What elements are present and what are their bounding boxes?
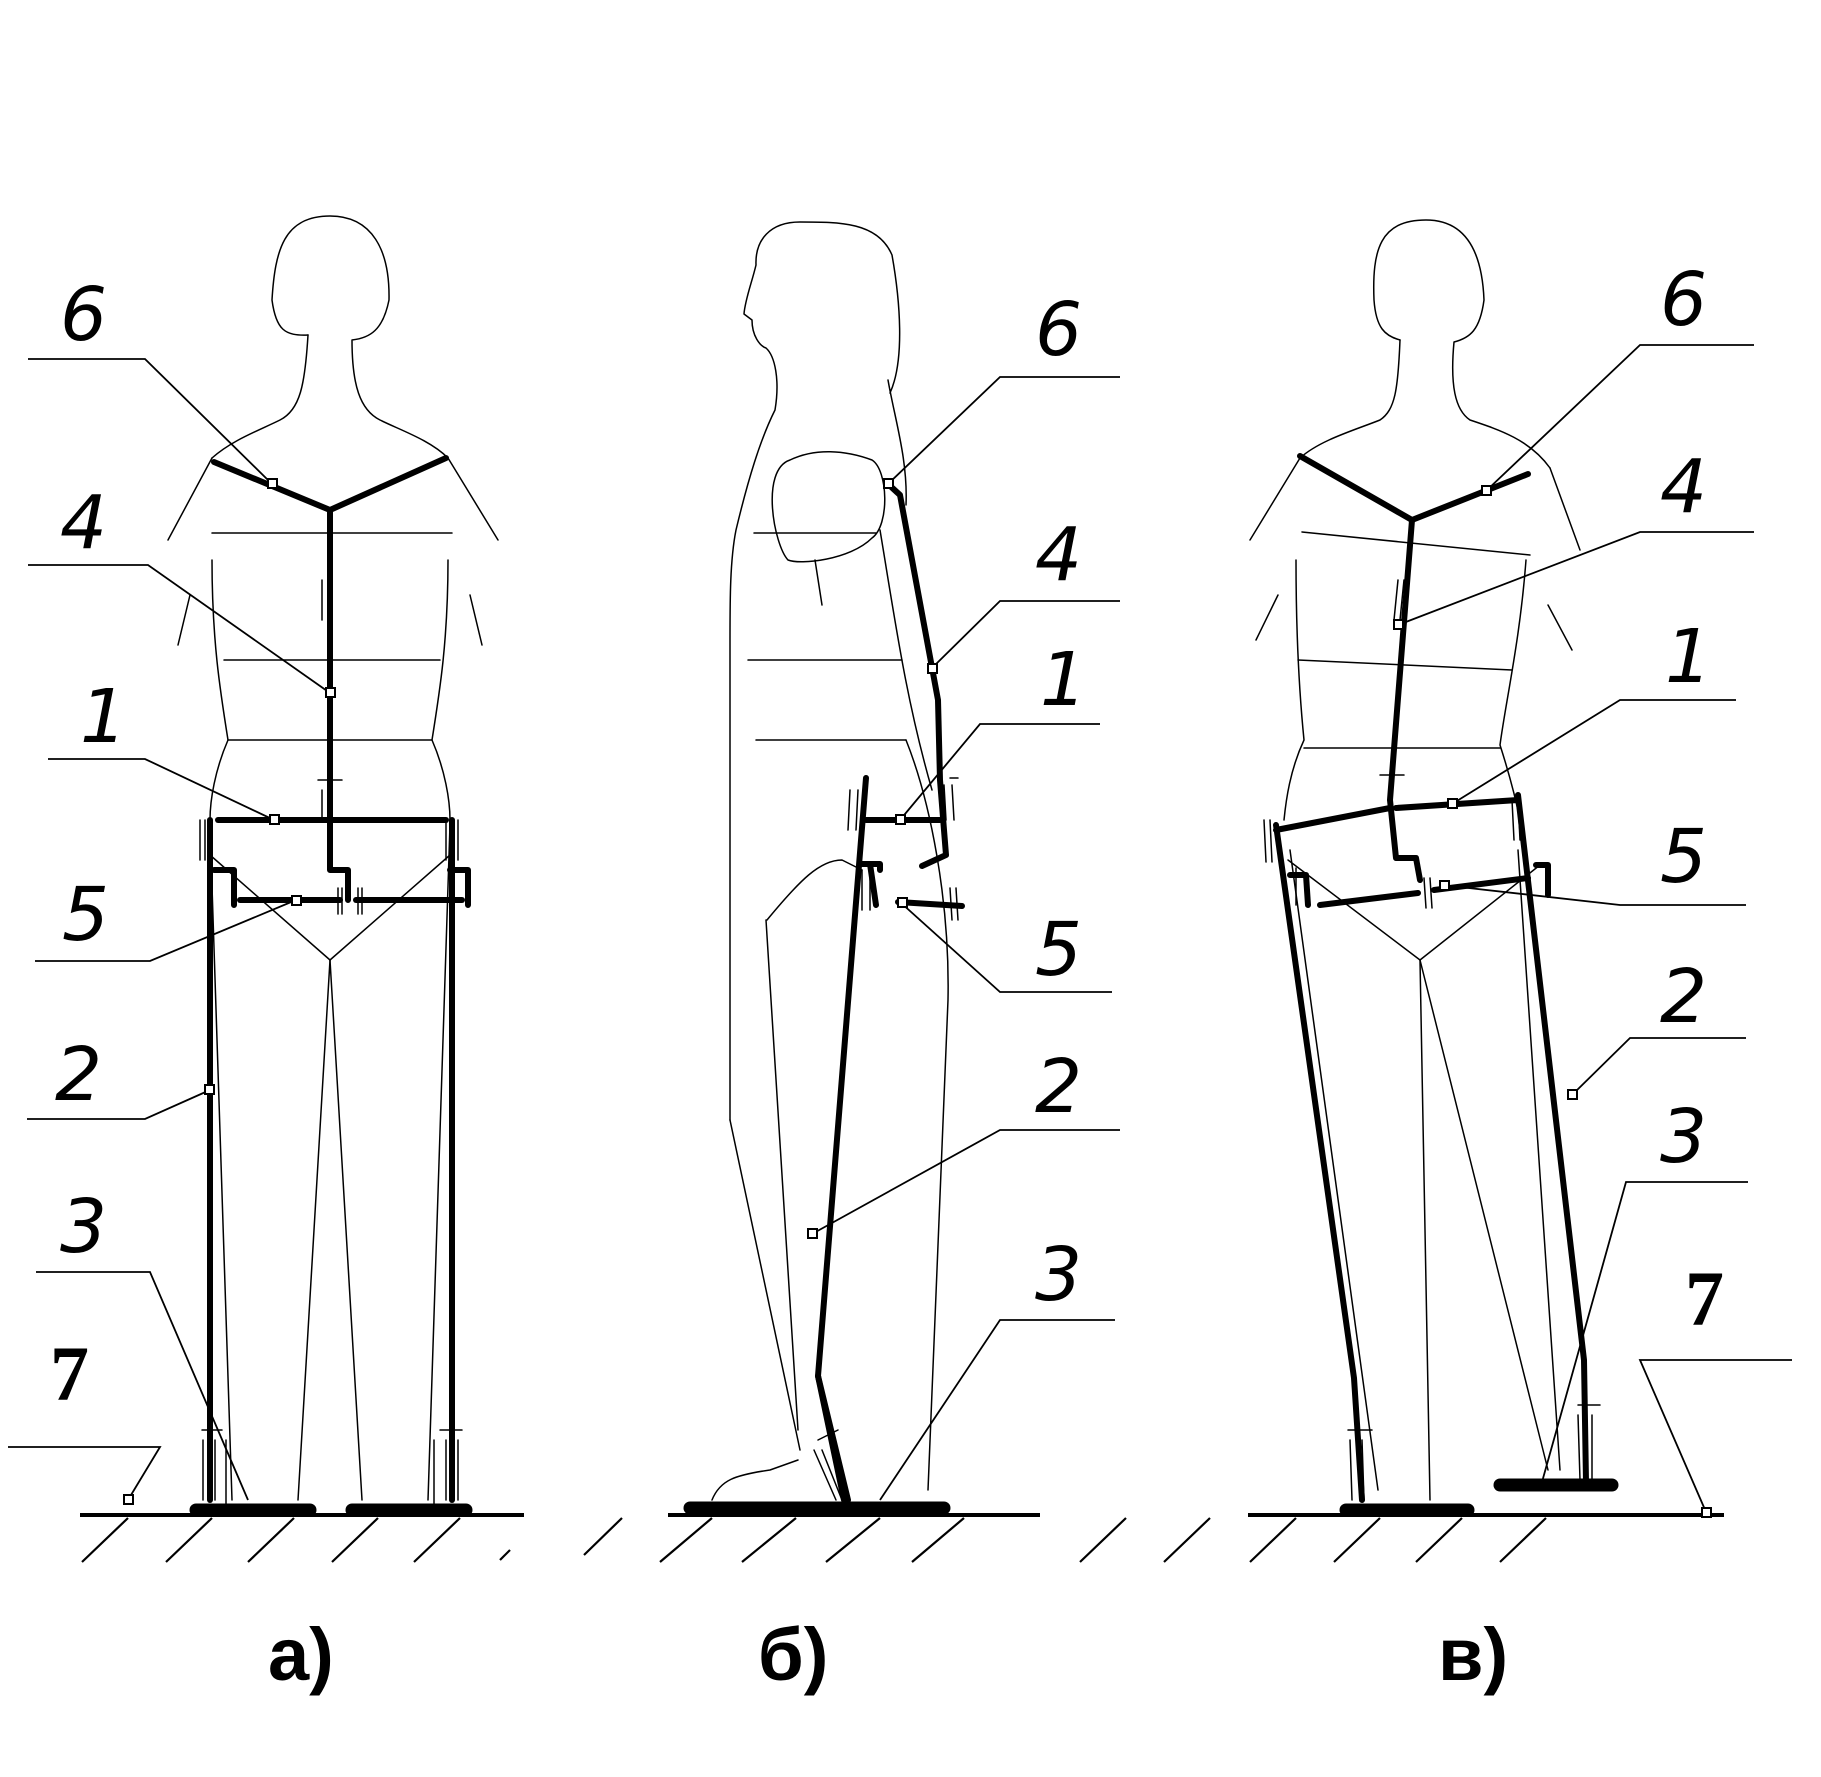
- panel-front-view: 6 4 1 5 2 3 7 а): [8, 215, 524, 1696]
- panel-caption: а): [268, 1613, 334, 1696]
- leader-markers-side: [807, 478, 938, 1239]
- joint-marks-step: [1263, 579, 1601, 1501]
- panel-caption: б): [758, 1613, 828, 1696]
- callout-2: 2: [55, 1032, 102, 1118]
- callout-3: 3: [1660, 1094, 1707, 1180]
- callout-5: 5: [1035, 907, 1082, 993]
- panel-side-view: 6 4 1 5 2 3 б): [583, 221, 1127, 1696]
- callout-4: 4: [1035, 512, 1082, 598]
- callout-6: 6: [1035, 287, 1082, 373]
- mannequin-outline-front: [167, 215, 499, 1506]
- ground-hatch-step: [1163, 1517, 1547, 1563]
- callout-6: 6: [1660, 257, 1707, 343]
- ground-hatch-side: [583, 1517, 1127, 1563]
- callout-2: 2: [1035, 1044, 1082, 1130]
- exoskeleton-frame-step: [1273, 453, 1589, 1503]
- callout-7: 7: [1685, 1255, 1724, 1342]
- ground-hatch-front: [81, 1517, 511, 1563]
- exoskeleton-frame-front: [207, 455, 471, 1503]
- exoskeleton-frame-side: [815, 481, 965, 1503]
- callout-3: 3: [1035, 1232, 1082, 1318]
- callout-6: 6: [60, 272, 107, 358]
- callout-1: 1: [1040, 637, 1087, 723]
- callout-2: 2: [1660, 954, 1707, 1040]
- leaders-step: [1397, 344, 1792, 1513]
- callout-7: 7: [50, 1330, 89, 1417]
- mannequin-outline-step: [1249, 219, 1581, 1501]
- callout-4: 4: [1660, 444, 1707, 530]
- leaders-side: [811, 376, 1120, 1501]
- mannequin-outline-side: [711, 221, 949, 1501]
- panel-front-view-step: 6 4 1 5 2 3 7 в): [1163, 219, 1792, 1696]
- callout-1: 1: [80, 674, 127, 760]
- leaders-front: [8, 358, 331, 1501]
- leader-markers-step: [1393, 485, 1712, 1518]
- panel-caption: в): [1438, 1613, 1508, 1696]
- callout-4: 4: [60, 480, 107, 566]
- callout-1: 1: [1665, 614, 1712, 700]
- callout-3: 3: [60, 1184, 107, 1270]
- joint-marks-side: [813, 777, 959, 1501]
- callout-5: 5: [1660, 814, 1707, 900]
- leader-markers-front: [123, 478, 336, 1505]
- callout-5: 5: [62, 872, 109, 958]
